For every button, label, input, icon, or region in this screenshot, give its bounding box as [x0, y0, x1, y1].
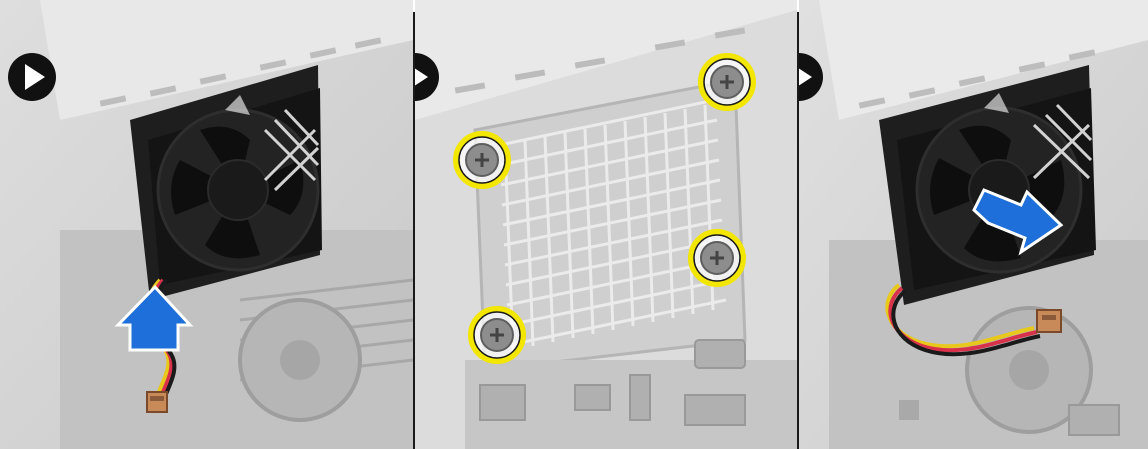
screw-top-right — [699, 54, 755, 110]
fan-connector — [147, 392, 167, 412]
fan-removal-illustration — [799, 0, 1148, 449]
screw-bottom-right — [689, 230, 745, 286]
screw-bottom-left — [469, 307, 525, 363]
play-circle-icon — [415, 52, 440, 102]
step-3-panel — [799, 0, 1148, 449]
fan-connector — [1037, 310, 1061, 332]
play-circle-icon — [7, 52, 57, 102]
fan-cable-illustration — [0, 0, 413, 449]
step-1-panel — [0, 0, 413, 449]
chassis-screws-illustration — [415, 0, 797, 449]
screw-left — [454, 132, 510, 188]
step-2-panel — [415, 0, 797, 449]
play-circle-icon — [799, 52, 824, 102]
